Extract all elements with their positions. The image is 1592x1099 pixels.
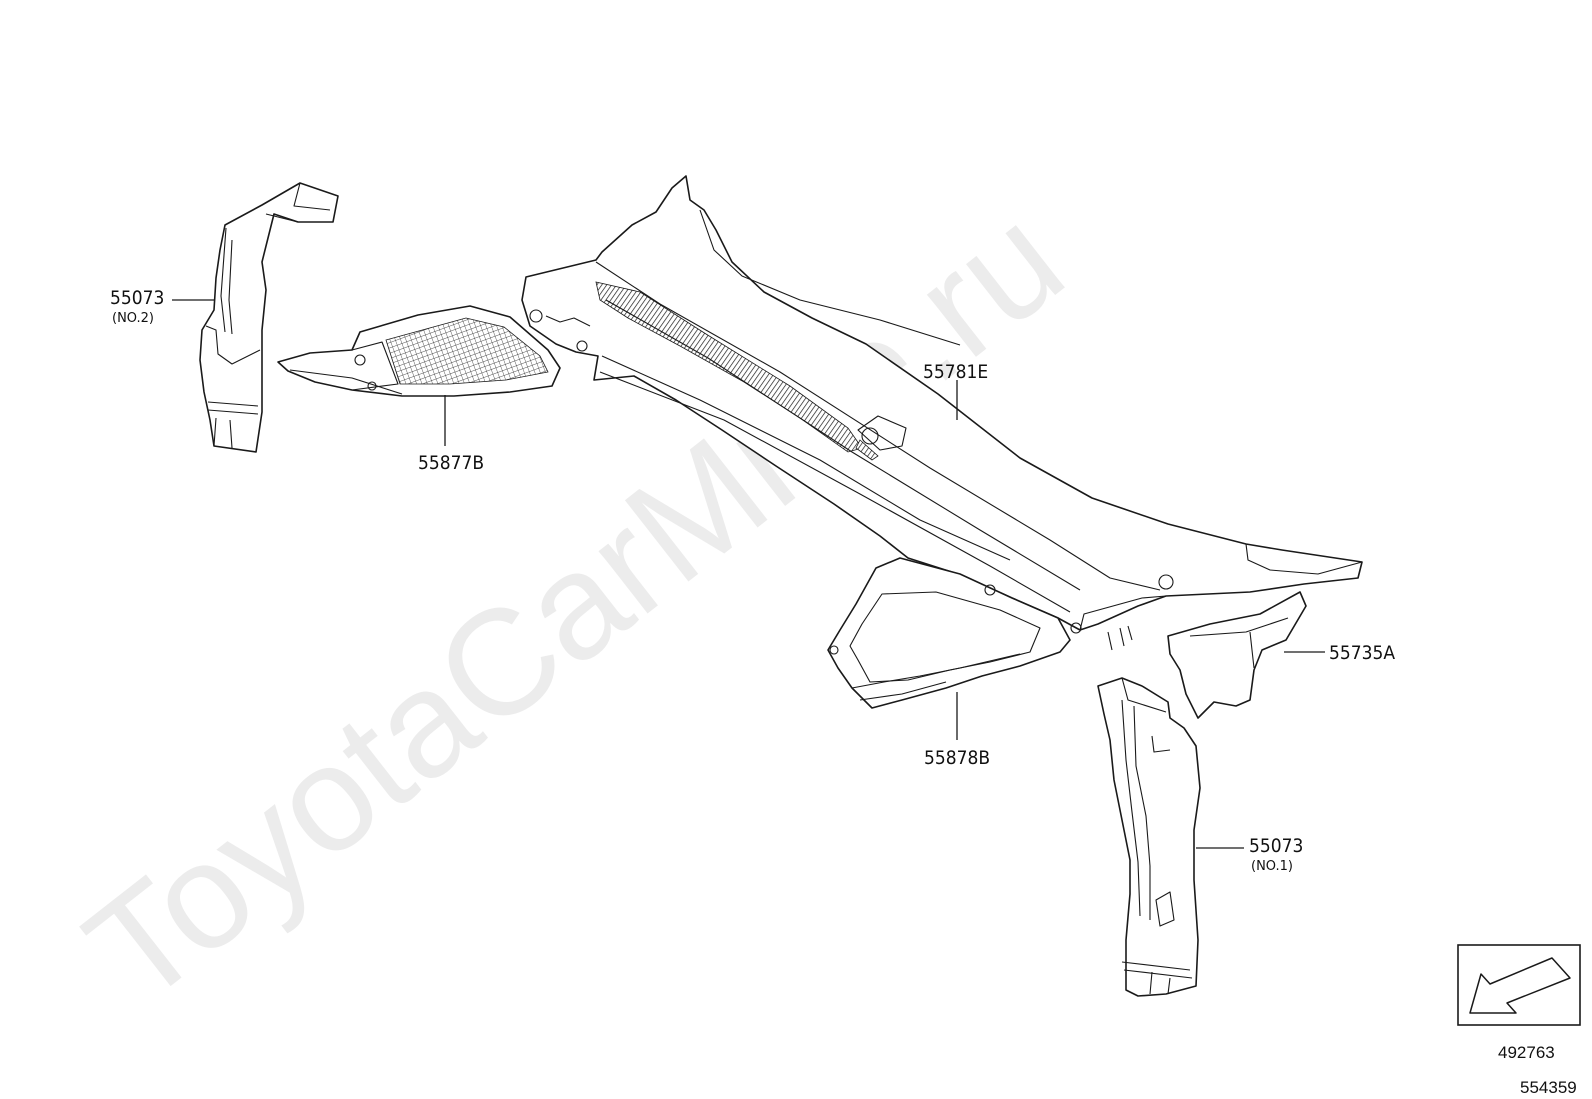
leader-lines [172,299,1325,849]
callout-part-55073-no2: 55073 (NO.2) [110,287,164,326]
part-number-label: 55073 [110,287,164,309]
part-number-label: 55781E [923,361,988,383]
part-number-label: 55735A [1329,642,1395,664]
callout-part-55878b: 55878B [924,747,990,769]
callout-part-55877b: 55877B [418,452,484,474]
callout-part-55735a: 55735A [1329,642,1395,664]
duct-no2-drawing [199,182,339,453]
part-note-label: (NO.2) [112,311,154,326]
part-number-label: 55877B [418,452,484,474]
part-number-label: 55073 [1249,835,1303,857]
cowl-plate-left-drawing [277,305,561,397]
front-direction-arrow-icon [1457,944,1581,1026]
callout-part-55781e: 55781E [923,361,988,383]
callout-part-55073-no1: 55073 (NO.1) [1249,835,1303,874]
reference-code-secondary: 554359 [1520,1078,1577,1097]
bracket-drawing [1167,591,1307,719]
part-number-label: 55878B [924,747,990,769]
cowl-top-panel-drawing [521,175,1363,651]
duct-no1-drawing [1097,677,1201,997]
cowl-plate-right-drawing [827,557,1071,709]
part-note-label: (NO.1) [1251,859,1293,874]
reference-code-primary: 492763 [1498,1043,1555,1062]
